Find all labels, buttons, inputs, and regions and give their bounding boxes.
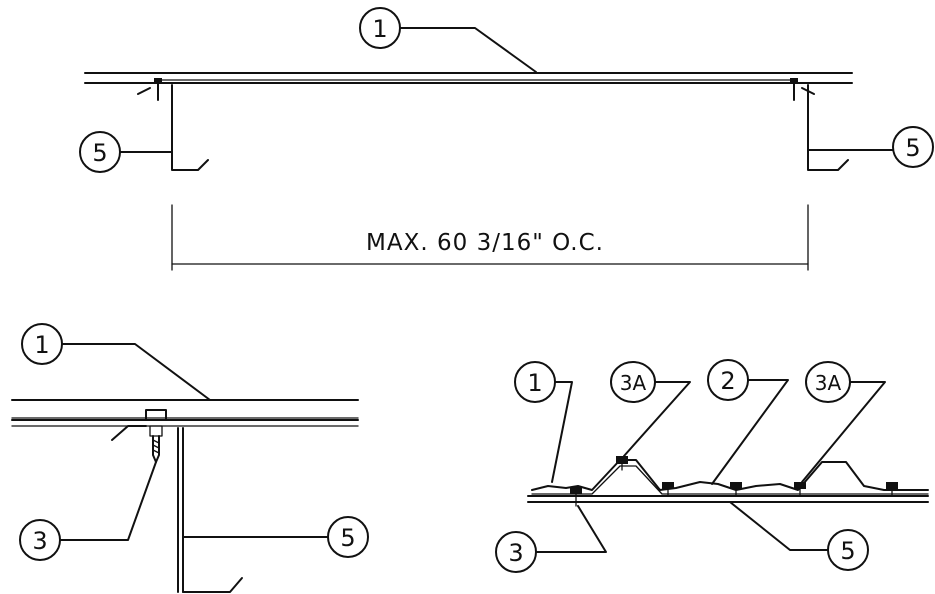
callout-section-2: 2 [707,359,789,485]
section-fastener-f [886,482,898,489]
top-right-purlin [807,84,849,171]
top-right-fastener-head [790,78,798,84]
callout-section-panel-leader [551,381,573,483]
detail-purlin-lip [182,577,243,593]
callout-section-2-leader [711,379,789,485]
detail-fastener-head [145,409,167,421]
callout-section-5-number: 5 [840,537,855,565]
callout-detail-panel-bubble [21,323,63,365]
section-fasteners [570,456,898,507]
callout-section-2-bubble [707,359,749,401]
callout-detail-fastener-leader [59,461,157,541]
callout-section-3a-left-bubble [610,361,656,403]
spacing-dimension: MAX. 60 3/16" O.C. [171,204,809,271]
bottom-left-connection-detail: 1 3 5 [11,323,369,593]
top-left-fastener-head [154,78,162,84]
section-fastener-c [662,482,674,489]
section-fastener-shanks [575,463,893,507]
callout-detail-fastener-number: 3 [32,527,47,555]
top-right-fastener-shank [793,83,815,101]
callout-section-5: 5 [729,501,869,571]
callout-detail-panel-number: 1 [34,331,49,359]
callout-top-panel-leader [399,27,537,73]
callout-top-left-purlin: 5 [79,131,173,173]
callout-top-right-purlin-number: 5 [905,134,920,162]
callout-detail-purlin-number: 5 [340,524,355,552]
callout-section-3a-right-number: 3A [815,371,842,395]
callout-section-3-number: 3 [508,539,523,567]
callout-section-3-bubble [495,531,537,573]
callout-section-3a-right: 3A [801,361,886,483]
callout-section-2-number: 2 [720,367,735,395]
section-fastener-e [794,482,806,489]
callout-section-3-leader [535,505,607,553]
callout-section-3a-right-leader [801,381,886,483]
detail-fastener-washer [149,425,163,437]
callout-section-3: 3 [495,505,607,573]
callout-top-panel: 1 [359,7,537,73]
callout-detail-fastener-bubble [19,519,61,561]
callout-section-5-leader [729,501,829,551]
callout-section-5-bubble [827,529,869,571]
callout-section-3a-left-number: 3A [620,371,647,395]
section-panel-profile [531,459,929,491]
callout-section-panel: 1 [514,361,573,483]
callout-section-3a-right-bubble [805,361,851,403]
dimension-label: MAX. 60 3/16" O.C. [366,230,604,256]
callout-top-panel-bubble [359,7,401,49]
top-elevation-view: MAX. 60 3/16" O.C. 1 5 5 [79,7,934,271]
callout-detail-panel: 1 [21,323,211,401]
bottom-right-panel-section: 1 3A 2 3A 3 5 [495,359,929,573]
callout-detail-panel-leader [61,343,211,401]
callout-top-left-purlin-number: 5 [92,139,107,167]
top-left-fastener-shank [137,83,159,101]
callout-top-right-purlin-bubble [892,126,934,168]
section-fastener-d [730,482,742,489]
section-fastener-b [616,456,628,464]
callout-top-right-purlin: 5 [807,126,934,168]
top-left-purlin [171,84,209,171]
callout-top-panel-number: 1 [372,15,387,43]
callout-section-panel-number: 1 [527,369,542,397]
section-fastener-a [570,487,582,494]
callout-detail-purlin-bubble [327,516,369,558]
callout-detail-fastener: 3 [19,461,157,561]
callout-section-3a-left-leader [623,381,691,457]
detail-fastener-clip [111,425,147,441]
callout-section-panel-bubble [514,361,556,403]
callout-top-left-purlin-bubble [79,131,121,173]
callout-section-3a-left: 3A [610,361,691,457]
callout-detail-purlin: 5 [182,516,369,558]
detail-fastener-threads [152,439,160,454]
